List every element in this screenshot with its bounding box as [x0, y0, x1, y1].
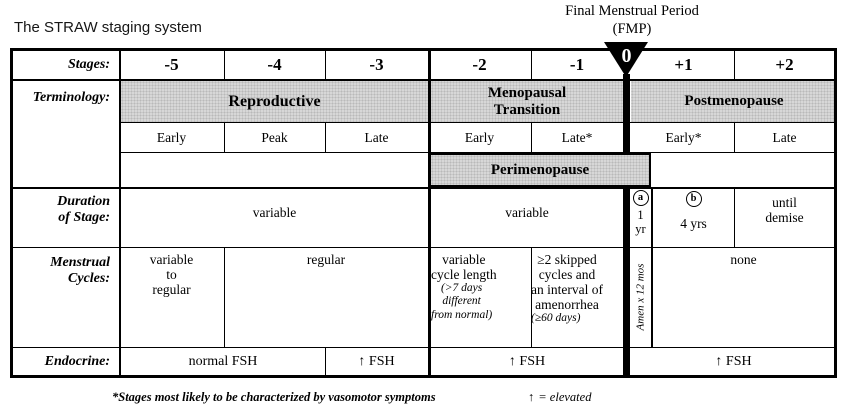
- perimenopause-band-fill: [429, 153, 651, 187]
- menstrual-late-transition: ≥2 skipped cycles and an interval of ame…: [531, 247, 623, 347]
- grid-line-v: [325, 347, 326, 376]
- grid-line-v: [325, 122, 326, 153]
- figure-title: The STRAW staging system: [14, 18, 202, 36]
- row-label-duration: Duration of Stage:: [57, 194, 110, 225]
- row-label-stages: Stages:: [68, 56, 110, 72]
- terminology-menopausal-transition: Menopausal Transition: [487, 84, 567, 118]
- grid-line-h: [10, 79, 837, 81]
- menstrual-peak-late-reproductive: regular: [306, 252, 346, 267]
- stage-plus1a-letter: a: [632, 190, 649, 206]
- menopausal-transition-band-fill: [431, 81, 623, 122]
- footnote-elevated: ↑ = elevated: [528, 388, 648, 405]
- grid-line-h: [119, 122, 837, 123]
- duration-plus1b-value: 4 yrs: [680, 216, 707, 231]
- up-arrow-icon: ↑: [528, 389, 535, 404]
- substage-early-reproductive: Early: [156, 129, 187, 145]
- menstrual-early-reproductive: variable to regular: [149, 252, 194, 298]
- menstrual-early-postmenopause-a: Amen x 12 mos: [634, 263, 647, 331]
- stage-plus1b-letter: b: [685, 191, 702, 207]
- endocrine-early-mid-reproductive: normal FSH: [188, 353, 258, 369]
- row-label-menstrual: Menstrual Cycles:: [50, 255, 110, 286]
- menstrual-late-transition-note: (≥60 days): [531, 312, 581, 325]
- fmp-marker-zero: 0: [621, 44, 632, 67]
- menstrual-early-transition: variable cycle length (>7 days different…: [431, 247, 531, 347]
- grid-line-v: [734, 48, 735, 81]
- fmp-caption: Final Menstrual Period (FMP): [565, 2, 699, 37]
- grid-line-h: [119, 152, 837, 153]
- grid-line-v: [224, 247, 225, 348]
- reproductive-band-fill: [121, 81, 428, 122]
- row-label-terminology: Terminology:: [32, 90, 110, 106]
- duration-stage-plus1b: b 4 yrs: [653, 191, 734, 247]
- terminology-postmenopause: Postmenopause: [684, 93, 784, 110]
- endocrine-late-reproductive: ↑ FSH: [358, 353, 395, 369]
- table-border-top: [10, 48, 837, 51]
- postmenopause-band-fill: [631, 81, 837, 122]
- section-divider-reproductive-transition: [428, 48, 431, 378]
- terminology-perimenopause: Perimenopause: [490, 161, 590, 178]
- grid-line-v: [224, 48, 225, 81]
- stage-minus-3: -3: [369, 54, 384, 74]
- substage-late-reproductive: Late: [364, 129, 389, 145]
- grid-line-v: [531, 48, 532, 81]
- menstrual-early-transition-note: (>7 days different from normal): [431, 282, 493, 321]
- substage-late-transition: Late*: [561, 129, 593, 145]
- grid-line-h: [10, 247, 837, 248]
- grid-line-v: [224, 122, 225, 153]
- table-border-bottom: [10, 375, 837, 378]
- substage-peak-reproductive: Peak: [261, 129, 288, 145]
- endocrine-transition: ↑ FSH: [508, 353, 546, 369]
- grid-line-v: [651, 187, 653, 348]
- endocrine-postmenopause: ↑ FSH: [715, 353, 752, 369]
- grid-line-v: [531, 122, 532, 153]
- duration-late-postmenopause: until demise: [765, 194, 804, 225]
- grid-line-v: [734, 187, 735, 248]
- label-column-divider: [119, 48, 121, 378]
- footnote-vasomotor: *Stages most likely to be characterized …: [112, 389, 436, 404]
- duration-transition: variable: [505, 205, 549, 221]
- stage-plus-2: +2: [775, 54, 794, 74]
- substage-late-postmenopause: Late: [772, 129, 797, 145]
- stage-minus-2: -2: [472, 54, 487, 74]
- duration-stage-plus1a: a 1 yr: [630, 190, 651, 246]
- duration-reproductive: variable: [252, 205, 297, 221]
- table-border-left: [10, 48, 13, 378]
- footnote-elevated-text: = elevated: [538, 389, 592, 404]
- terminology-reproductive: Reproductive: [228, 92, 321, 110]
- fmp-line-upper: [623, 74, 630, 153]
- substage-early-transition: Early: [464, 129, 495, 145]
- fmp-line-lower: [623, 187, 630, 375]
- stage-minus-1: -1: [569, 54, 585, 74]
- stage-plus-1: +1: [674, 54, 693, 74]
- row-label-endocrine: Endocrine:: [44, 353, 110, 369]
- stage-minus-5: -5: [164, 54, 179, 74]
- table-border-right: [834, 48, 837, 378]
- menstrual-late-transition-main: ≥2 skipped cycles and an interval of ame…: [531, 252, 603, 313]
- grid-line-v: [734, 122, 735, 153]
- stage-minus-4: -4: [267, 54, 282, 74]
- menstrual-postmenopause: none: [730, 252, 757, 267]
- grid-line-h: [10, 347, 837, 348]
- grid-line-v: [325, 48, 326, 81]
- duration-plus1a-value: 1 yr: [635, 208, 646, 236]
- substage-early-postmenopause: Early*: [665, 129, 702, 145]
- menstrual-early-transition-main: variable cycle length: [431, 252, 497, 283]
- grid-line-v: [531, 247, 532, 348]
- grid-line-h: [10, 187, 837, 189]
- fmp-marker-triangle: [604, 42, 648, 77]
